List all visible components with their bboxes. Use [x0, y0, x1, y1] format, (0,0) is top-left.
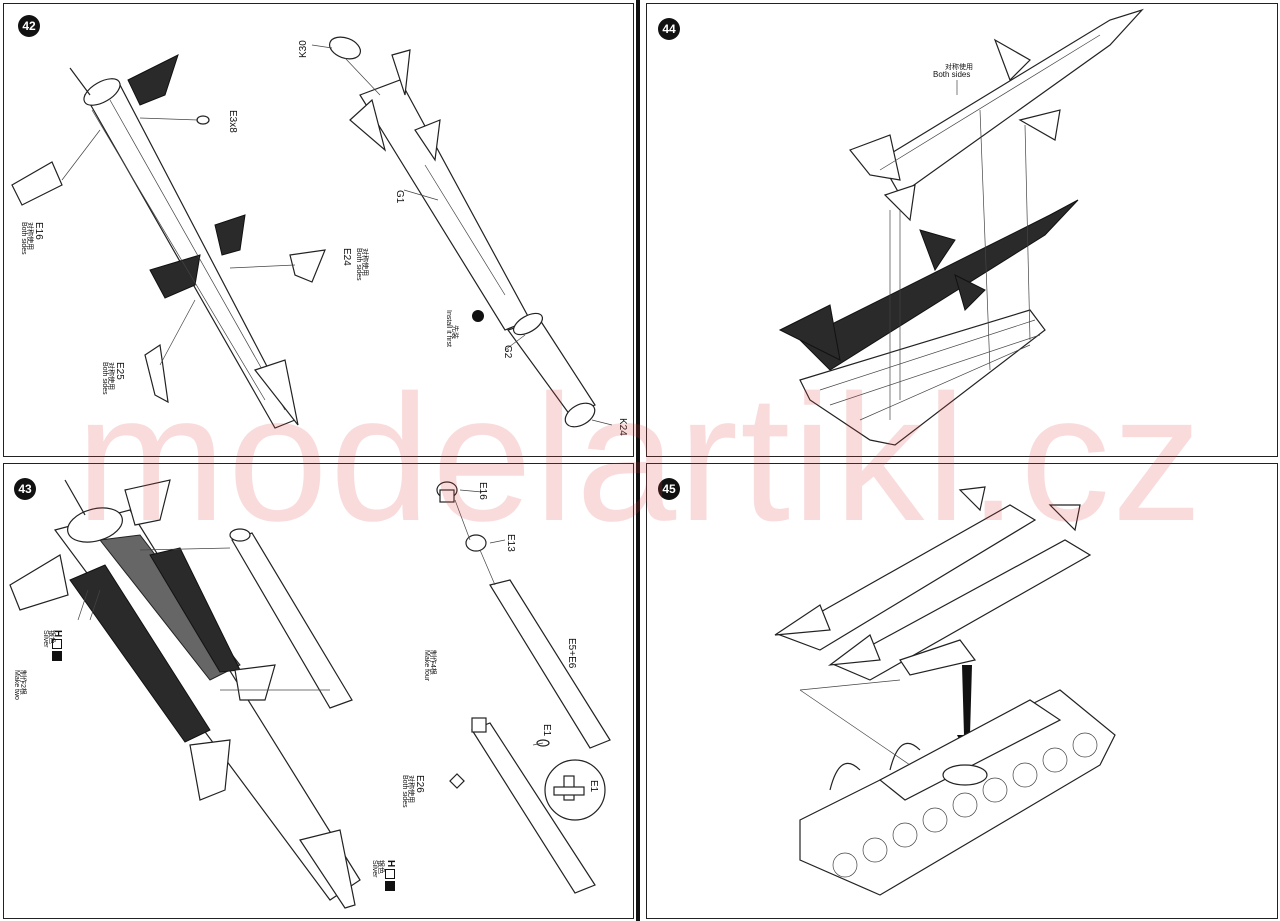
part-label-e1: E1 — [541, 724, 552, 737]
paint-swatch-icon — [385, 869, 396, 880]
paint-callout-silver-right: H — [385, 860, 396, 892]
part-label-e24: E24 — [341, 248, 352, 266]
step-44-dark-missile — [778, 199, 1079, 371]
step-number-badge: 43 — [14, 478, 36, 500]
paint-note-silver-en: Silver — [371, 860, 378, 878]
paint-swatch-icon — [52, 651, 63, 662]
part-note-e25-en: Both sides — [101, 362, 108, 395]
part-note-e26-en: Both sides — [401, 775, 408, 808]
step-45-tank-hull — [799, 689, 1116, 896]
install-first-note-en: Install it first — [445, 310, 452, 347]
step-45-missiles — [774, 486, 1092, 681]
step-number-badge: 44 — [658, 18, 680, 40]
step-number-badge: 45 — [658, 478, 680, 500]
make-four-note-en: Make four — [423, 650, 430, 682]
step-44-upper-missile — [849, 8, 1144, 222]
paint-code-h: H — [385, 860, 396, 868]
part-note-e24-en: Both sides — [355, 248, 362, 281]
both-sides-note-cn: 对称使用 — [945, 64, 973, 71]
page-divider — [636, 0, 640, 921]
part-label-e13: E13 — [505, 534, 516, 552]
step-42-missile-left — [69, 54, 299, 429]
step-44-panel — [646, 3, 1278, 457]
detail-label-e1: E1 — [588, 780, 599, 793]
part-note-e16-en: Both sides — [20, 222, 27, 255]
step-43-booster — [229, 528, 353, 709]
part-label-e3x8: E3x8 — [227, 110, 238, 133]
make-two-note-en: Make two — [13, 670, 20, 700]
both-sides-note-en: Both sides — [933, 70, 971, 79]
part-label-k30: K30 — [298, 40, 309, 58]
install-arrow — [957, 665, 978, 755]
step-44-launcher-rail — [799, 309, 1046, 446]
part-label-e5-e6: E5+E6 — [566, 638, 577, 669]
part-label-e16: E16 — [477, 482, 488, 500]
step-43-missile-pair — [9, 479, 361, 909]
part-label-g1: G1 — [394, 190, 405, 204]
part-label-g2: G2 — [502, 345, 513, 359]
step-42-fins — [11, 115, 326, 404]
step-42-missile-right — [328, 36, 596, 428]
step-43-small-parts — [436, 481, 611, 894]
paint-swatch-icon — [385, 881, 396, 892]
step-number-badge: 42 — [18, 15, 40, 37]
part-label-k24: K24 — [617, 418, 628, 436]
paint-note-silver-en: Silver — [42, 630, 49, 648]
